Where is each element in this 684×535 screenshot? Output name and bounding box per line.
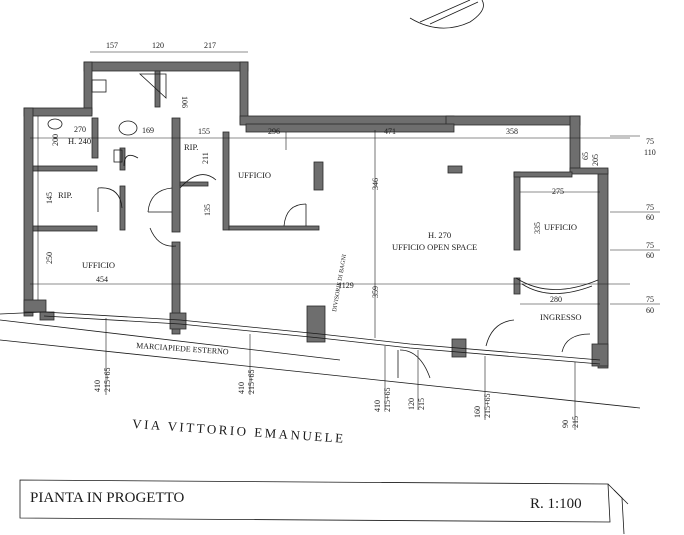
drawing-title: PIANTA IN PROGETTO: [30, 490, 185, 506]
sidewalk-label: MARCIAPIEDE ESTERNO: [136, 341, 229, 356]
dim-335: 335: [533, 222, 542, 234]
doors: [97, 73, 591, 379]
dim-bottom-1a: 410: [93, 380, 102, 392]
dim-bottom-6a: 90: [561, 420, 570, 428]
dim-60-a: 60: [646, 213, 654, 222]
room-rip-mid: RIP.: [184, 142, 198, 152]
drawing-scale: R. 1:100: [530, 496, 582, 512]
dim-358: 358: [506, 127, 518, 136]
dim-bottom-5b: 215+65: [483, 393, 492, 418]
dim-60-c: 60: [646, 306, 654, 315]
dim-75-b: 75: [646, 203, 654, 212]
dim-200: 200: [51, 134, 60, 146]
dim-bottom-6b: 215: [571, 416, 580, 428]
room-open-space: UFFICIO OPEN SPACE: [392, 242, 477, 252]
dim-471: 471: [384, 127, 396, 136]
dim-135: 135: [203, 204, 212, 216]
dim-296: 296: [268, 127, 280, 136]
facade-lines: [0, 311, 641, 409]
street-name: VIA VITTORIO EMANUELE: [132, 416, 346, 446]
title-block: [19, 479, 629, 535]
dim-60-b: 60: [646, 251, 654, 260]
dim-bottom-3b: 215+65: [383, 387, 392, 412]
dim-346: 346: [371, 178, 380, 190]
dim-75-d: 75: [646, 295, 654, 304]
dim-145: 145: [45, 192, 54, 204]
dim-169: 169: [142, 126, 154, 135]
dim-bottom-4a: 120: [407, 398, 416, 410]
room-ufficio-left: UFFICIO: [82, 260, 115, 270]
room-open-height: H. 270: [428, 230, 451, 240]
room-ufficio-right: UFFICIO: [544, 222, 577, 232]
dim-110: 110: [644, 148, 656, 157]
room-ingresso: INGRESSO: [540, 312, 582, 322]
walls: [23, 61, 609, 369]
dim-280: 280: [550, 295, 562, 304]
dim-106: 106: [180, 96, 189, 108]
dim-bottom-2a: 410: [237, 382, 246, 394]
north-arrow-icon: [409, 0, 484, 29]
dim-217: 217: [204, 41, 216, 50]
room-rip-left: RIP.: [58, 190, 72, 200]
dimension-lines: [30, 51, 660, 430]
fixtures: [47, 79, 599, 294]
dim-65: 65: [581, 152, 590, 160]
bath-height: H. 240: [68, 136, 91, 146]
dim-155: 155: [198, 127, 210, 136]
dim-75-a: 75: [646, 137, 654, 146]
dim-359: 359: [371, 286, 380, 298]
dim-275: 275: [552, 187, 564, 196]
dim-75-c: 75: [646, 241, 654, 250]
dim-1129: 1129: [338, 281, 354, 290]
dim-bottom-3a: 410: [373, 400, 382, 412]
dim-205: 205: [591, 154, 600, 166]
dim-bottom-5a: 160: [473, 406, 482, 418]
dim-120: 120: [152, 41, 164, 50]
room-ufficio-small: UFFICIO: [238, 170, 271, 180]
dim-bottom-1b: 215+65: [103, 367, 112, 392]
dim-454: 454: [96, 275, 108, 284]
dim-250: 250: [45, 252, 54, 264]
dim-bottom-2b: 215+65: [247, 369, 256, 394]
dim-157: 157: [106, 41, 118, 50]
dim-211: 211: [201, 152, 210, 164]
dim-bottom-4b: 215: [417, 398, 426, 410]
dim-270: 270: [74, 125, 86, 134]
